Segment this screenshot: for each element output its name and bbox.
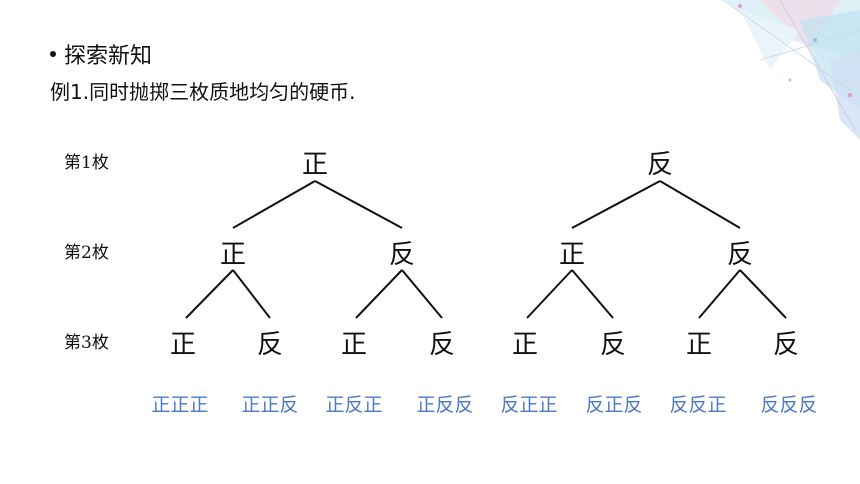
node-coin2-3: 反 (726, 240, 754, 270)
node-coin3-5: 反 (599, 330, 627, 360)
outcome-7: 反反反 (760, 394, 818, 416)
branch-l1-0-l2-1 (314, 180, 403, 229)
branch-l2-0-l3-1 (232, 269, 271, 319)
outcome-5: 反正反 (585, 394, 643, 416)
node-coin3-4: 正 (511, 330, 539, 360)
row-label-coin-1: 第1枚 (64, 153, 109, 173)
branch-l2-0-l3-0 (185, 269, 234, 319)
branch-l2-3-l3-7 (739, 269, 787, 319)
node-coin3-0: 正 (169, 330, 197, 360)
node-coin3-7: 反 (772, 330, 800, 360)
branch-l1-1-l2-2 (571, 180, 661, 229)
branch-l1-1-l2-3 (659, 180, 741, 229)
example-statement: 例1.同时抛掷三枚质地均匀的硬币. (50, 80, 356, 104)
node-coin3-1: 反 (256, 330, 284, 360)
outcome-6: 反反正 (669, 394, 727, 416)
section-title-text: 探索新知 (64, 44, 153, 69)
branch-l2-1-l3-2 (355, 269, 403, 319)
outcome-2: 正反正 (325, 394, 383, 416)
node-coin1-0: 正 (301, 150, 329, 180)
branch-l1-0-l2-0 (232, 180, 316, 229)
outcome-3: 正反反 (416, 394, 474, 416)
node-coin3-6: 正 (685, 330, 713, 360)
decorative-polygon-graphic (720, 0, 860, 140)
section-title: 探索新知 (50, 38, 152, 70)
bullet-icon (50, 51, 56, 57)
outcome-0: 正正正 (151, 394, 209, 416)
node-coin1-1: 反 (646, 150, 674, 180)
node-coin3-3: 反 (428, 330, 456, 360)
node-coin2-2: 正 (558, 240, 586, 270)
outcome-1: 正正反 (241, 394, 299, 416)
row-label-coin-2: 第2枚 (64, 243, 109, 263)
node-coin2-1: 反 (388, 240, 416, 270)
row-label-coin-3: 第3枚 (64, 333, 109, 353)
branch-l2-1-l3-3 (401, 269, 443, 319)
node-coin2-0: 正 (219, 240, 247, 270)
node-coin3-2: 正 (340, 330, 368, 360)
outcome-4: 反正正 (500, 394, 558, 416)
branch-l2-2-l3-4 (526, 269, 573, 319)
branch-l2-2-l3-5 (571, 269, 614, 319)
branch-l2-3-l3-6 (698, 269, 741, 319)
